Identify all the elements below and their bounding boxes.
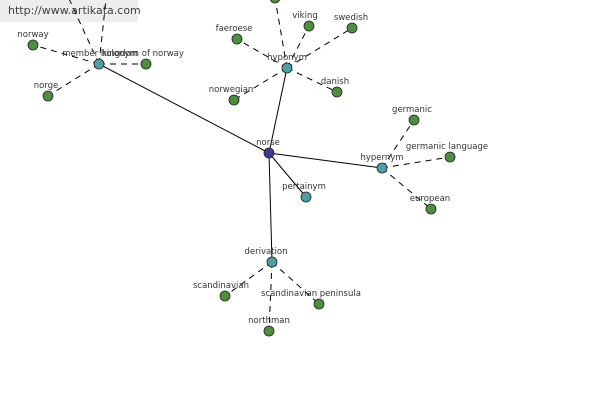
node-pertainym-label: pertainym: [282, 182, 326, 192]
nodes-layer: norse member holonym norway kingdom of norw…: [17, 0, 488, 337]
node-northman-dot[interactable]: [263, 325, 275, 337]
edge-center-hypernym: [268, 152, 383, 169]
node-norway[interactable]: norway: [17, 30, 49, 51]
edge-hypernym-germanic-language: [381, 156, 451, 169]
node-hypernym-label: hypernym: [360, 153, 403, 163]
edge-hypernym-germanic: [381, 119, 415, 169]
node-hyponym-offscreen-5-dot[interactable]: [269, 0, 281, 4]
node-germanic-language[interactable]: germanic language: [406, 142, 488, 163]
node-scandinavian-dot[interactable]: [219, 290, 231, 302]
node-danish[interactable]: danish: [321, 77, 349, 98]
node-norwegian[interactable]: norwegian: [209, 85, 254, 106]
node-derivation-dot[interactable]: [266, 256, 278, 268]
edge-center-member-holonym: [98, 63, 270, 154]
node-viking-label: viking: [292, 11, 317, 21]
node-kingdom-of-norway[interactable]: kingdom of norway: [102, 49, 184, 70]
edge-center-hyponym: [268, 67, 288, 154]
node-scandinavian[interactable]: scandinavian: [193, 281, 249, 302]
node-swedish-dot[interactable]: [346, 22, 358, 34]
node-norse[interactable]: norse: [256, 138, 280, 159]
node-germanic-dot[interactable]: [408, 114, 420, 126]
edge-member-holonym-offscreen-3: [69, 0, 100, 65]
node-derivation-label: derivation: [244, 247, 287, 257]
edge-hyponym-offscreen-5: [274, 0, 288, 69]
node-scandinavian-label: scandinavian: [193, 281, 249, 291]
node-danish-label: danish: [321, 77, 349, 87]
edges-layer: [32, 0, 451, 332]
node-norse-label: norse: [256, 138, 280, 148]
node-northman-label: northman: [248, 316, 290, 326]
node-germanic[interactable]: germanic: [392, 105, 432, 126]
node-scandinavian-peninsula-dot[interactable]: [313, 298, 325, 310]
node-member-holonym-dot[interactable]: [93, 58, 105, 70]
node-germanic-language-dot[interactable]: [444, 151, 456, 163]
node-pertainym-dot[interactable]: [300, 191, 312, 203]
node-hypernym-dot[interactable]: [376, 162, 388, 174]
node-faeroese-dot[interactable]: [231, 33, 243, 45]
node-member-holonym[interactable]: member holonym: [62, 49, 138, 70]
node-danish-dot[interactable]: [331, 86, 343, 98]
node-scandinavian-peninsula[interactable]: scandinavian peninsula: [261, 289, 361, 310]
node-european-label: european: [410, 194, 450, 204]
node-norwegian-dot[interactable]: [228, 94, 240, 106]
edge-hyponym-danish: [286, 67, 338, 93]
node-european[interactable]: european: [410, 194, 450, 215]
node-germanic-language-label: germanic language: [406, 142, 488, 152]
node-northman[interactable]: northman: [248, 316, 290, 337]
node-hyponym-dot[interactable]: [281, 62, 293, 74]
node-member-holonym-label: member holonym: [62, 49, 137, 59]
node-norway-label: norway: [17, 30, 48, 40]
node-faeroese-label: faeroese: [216, 24, 253, 34]
edge-center-pertainym: [268, 152, 307, 198]
node-scandinavian-peninsula-label: scandinavian peninsula: [261, 289, 361, 299]
node-swedish[interactable]: swedish: [334, 13, 368, 34]
node-viking[interactable]: viking: [292, 11, 318, 32]
node-norway-dot[interactable]: [27, 39, 39, 51]
node-norse-dot[interactable]: [263, 147, 275, 159]
edge-hyponym-faeroese: [236, 38, 288, 69]
edge-hyponym-swedish: [286, 27, 353, 69]
node-hyponym-label: hyponym: [267, 53, 307, 63]
node-norge[interactable]: norge: [34, 81, 59, 102]
node-viking-dot[interactable]: [303, 20, 315, 32]
edge-member-holonym-norge: [47, 63, 100, 97]
node-kingdom-of-norway-label: kingdom of norway: [102, 49, 184, 59]
node-hypernym[interactable]: hypernym: [360, 153, 404, 174]
node-swedish-label: swedish: [334, 13, 368, 23]
node-hyponym[interactable]: hyponym: [267, 53, 307, 74]
node-faeroese[interactable]: faeroese: [216, 24, 253, 45]
edge-derivation-northman: [268, 261, 273, 332]
edge-hyponym-viking: [286, 25, 310, 69]
edge-member-holonym-offscreen-4: [98, 0, 107, 65]
node-norwegian-label: norwegian: [209, 85, 254, 95]
edge-derivation-scandinavian: [224, 261, 273, 297]
node-derivation[interactable]: derivation: [244, 247, 288, 268]
node-pertainym[interactable]: pertainym: [282, 182, 326, 203]
node-european-dot[interactable]: [425, 203, 437, 215]
node-germanic-label: germanic: [392, 105, 432, 115]
edge-hyponym-norwegian: [233, 67, 288, 101]
node-norge-dot[interactable]: [42, 90, 54, 102]
node-hyponym-offscreen-5[interactable]: [269, 0, 281, 4]
node-kingdom-of-norway-dot[interactable]: [140, 58, 152, 70]
edge-center-derivation: [268, 152, 273, 263]
edge-member-holonym-norway: [32, 44, 100, 65]
node-norge-label: norge: [34, 81, 59, 91]
